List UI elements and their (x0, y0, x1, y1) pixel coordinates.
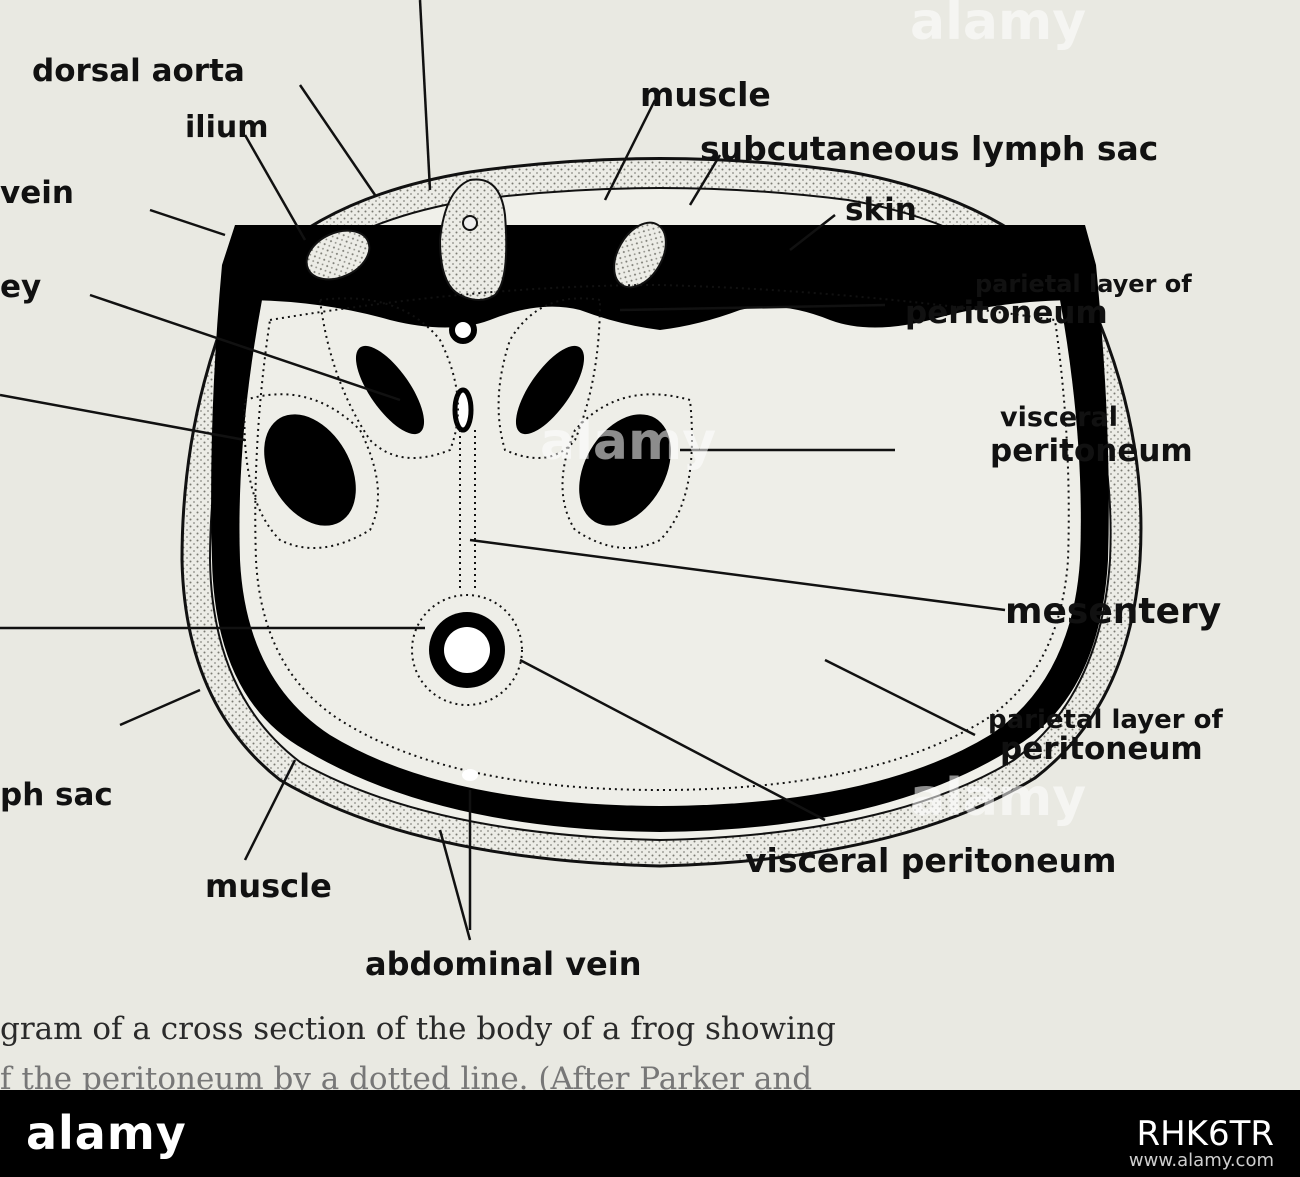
label-parietal-layer-top-2: peritoneum (905, 295, 1108, 331)
label-parietal-layer-bottom-1: parietal layer of (988, 705, 1223, 735)
footer-logo[interactable]: alamy (26, 1106, 187, 1160)
label-parietal-layer-top-1: parietal layer of (975, 270, 1192, 298)
ilium-left (305, 229, 371, 281)
caption-line-2: f the peritoneum by a dotted line. (Afte… (0, 1061, 813, 1091)
kidney-right (515, 345, 585, 435)
organ-right (579, 414, 671, 526)
watermark-top: alamy (910, 0, 1087, 52)
footer-bar: alamy RHK6TR www.alamy.com (0, 1090, 1300, 1177)
organ-left (264, 414, 356, 526)
figure-area: dorsal aorta muscle ilium subcutaneous l… (0, 0, 1300, 1090)
caption-line-1: gram of a cross section of the body of a… (0, 1011, 836, 1047)
abdominal-vein-vessel (462, 769, 478, 781)
label-vein: vein (0, 175, 74, 211)
label-ilium: ilium (185, 110, 269, 145)
label-subcutaneous-lymph-sac: subcutaneous lymph sac (700, 129, 1159, 168)
image-id: RHK6TR (1136, 1114, 1274, 1154)
label-skin: skin (845, 192, 917, 228)
mesentery-line (459, 430, 476, 590)
organ-left-peritoneum (243, 393, 379, 549)
footer-url[interactable]: www.alamy.com (1128, 1150, 1274, 1171)
label-muscle-top: muscle (640, 75, 771, 114)
cross-section-diagram (0, 0, 1143, 941)
label-parietal-layer-bottom-2: peritoneum (1000, 731, 1203, 767)
label-kidney-partial: ey (0, 269, 42, 305)
label-muscle-bottom: muscle (205, 867, 332, 905)
urostyle (438, 178, 508, 301)
spinal-canal (462, 215, 478, 231)
organ-right-peritoneum (561, 393, 693, 549)
label-visceral-right-1: visceral (1000, 402, 1119, 433)
label-visceral-right-2: peritoneum (990, 433, 1193, 469)
label-dorsal-aorta: dorsal aorta (32, 53, 245, 89)
kidney-right-peritoneum (497, 297, 602, 459)
leader-lines (0, 0, 1006, 941)
kidney-left (355, 345, 425, 435)
watermark-bottom: alamy (910, 768, 1087, 828)
dorsal-aorta (449, 316, 477, 344)
watermark-center: alamy (540, 412, 717, 472)
label-visceral-peritoneum-bottom: visceral peritoneum (745, 841, 1117, 880)
kidney-left-peritoneum (318, 297, 459, 459)
label-abdominal-vein: abdominal vein (365, 945, 642, 983)
label-lymph-sac-partial: ph sac (0, 777, 113, 813)
intestine-peritoneum (411, 594, 523, 706)
postcaval-vein (452, 387, 474, 433)
label-mesentery: mesentery (1005, 591, 1222, 632)
intestine-lumen (444, 627, 490, 673)
